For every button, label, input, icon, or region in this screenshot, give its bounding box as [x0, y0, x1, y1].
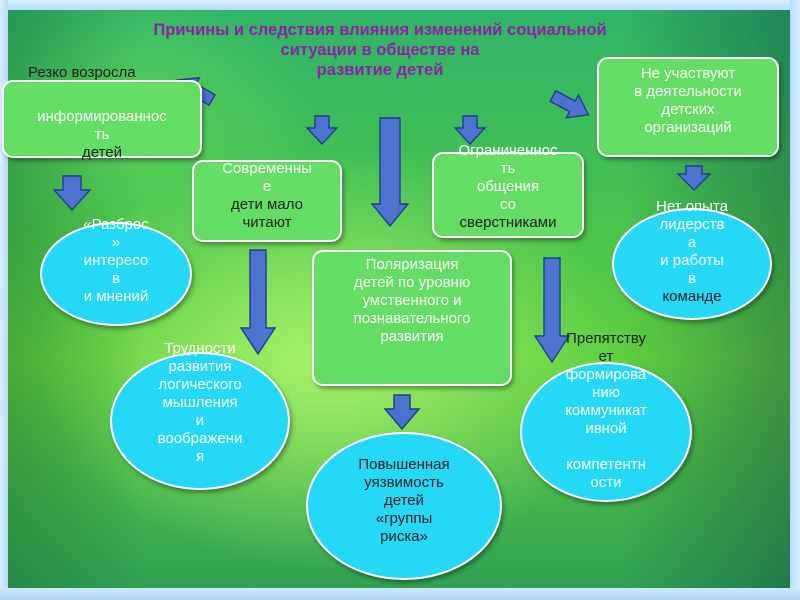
- reading-box-line: читают: [242, 214, 292, 231]
- interests-line: «Разброс: [83, 216, 149, 233]
- interests-line: и мнений: [83, 288, 149, 305]
- logic-line: мышления: [162, 394, 238, 411]
- vulnerability-line: «группы: [375, 510, 433, 527]
- vulnerability-circle: Повышенная уязвимость детей «группы риск…: [306, 432, 502, 580]
- reading-box-line: Современны: [222, 160, 312, 177]
- no-participation-line: организаций: [644, 119, 732, 136]
- leadership-line: Нет опыта: [655, 198, 728, 215]
- communicative-line: нию: [592, 384, 620, 401]
- logic-line: Трудности: [164, 340, 236, 357]
- leadership-line: а: [687, 234, 697, 251]
- communicative-line: Препятству: [566, 330, 646, 347]
- info-box-line: детей: [81, 144, 123, 161]
- polarization-line: умственного и: [362, 292, 462, 309]
- reading-box: Современны е дети мало читают: [192, 160, 342, 242]
- slide-title: Причины и следствия влияния изменений со…: [60, 20, 700, 80]
- interests-line: в: [112, 270, 120, 287]
- no-participation-line: детских: [661, 101, 715, 118]
- polarization-line: Поляризация: [365, 256, 459, 273]
- info-box-line: ть: [94, 126, 110, 143]
- communicative-line: коммуникат: [565, 402, 647, 419]
- logic-line: логического: [158, 376, 242, 393]
- logic-circle: Трудности развития логического мышления …: [110, 340, 290, 490]
- communicative-line: ивной: [585, 420, 627, 437]
- reading-box-line: дети мало: [231, 196, 303, 213]
- interests-circle: «Разброс » интересо в и мнений: [40, 216, 192, 326]
- info-box-line: информированнос: [37, 108, 167, 125]
- communicative-line: ет: [598, 348, 614, 365]
- communicative-circle: Препятству ет формирова нию коммуникат и…: [520, 330, 692, 502]
- leadership-line: и работы: [660, 252, 724, 269]
- arrow-to-leadership-circle: [676, 165, 712, 191]
- frame-top: [0, 0, 800, 10]
- limited-comm-box: Ограниченнос ть общения со сверстниками: [432, 142, 584, 238]
- logic-line: развития: [168, 358, 232, 375]
- communicative-line: ости: [590, 474, 622, 491]
- leadership-circle: Нет опыта лидерств а и работы в команде: [612, 198, 772, 320]
- limited-comm-line: ть: [500, 160, 516, 177]
- vulnerability-line: риска»: [380, 528, 428, 545]
- polarization-line: развития: [380, 328, 444, 345]
- no-participation-box: Не участвуют в деятельности детских орга…: [597, 57, 779, 157]
- title-line: ситуации в обществе на: [280, 41, 480, 59]
- arrow-to-interests-circle: [52, 175, 92, 212]
- title-line: развитие детей: [316, 61, 444, 79]
- arrow-to-logic-circle: [239, 249, 277, 356]
- frame-right: [790, 0, 800, 600]
- communicative-line: компетентн: [566, 456, 646, 473]
- arrow-to-reading-box: [305, 115, 339, 146]
- frame-left: [0, 0, 8, 600]
- info-box: информированнос ть детей: [2, 80, 202, 161]
- leadership-line: команде: [662, 288, 722, 305]
- info-box-heading: Резко возросла: [28, 64, 136, 81]
- leadership-line: в: [688, 270, 696, 287]
- interests-line: »: [111, 234, 121, 251]
- title-line: Причины и следствия влияния изменений со…: [153, 21, 607, 39]
- arrow-to-vulnerability-circle: [383, 394, 421, 431]
- reading-box-line: е: [262, 178, 272, 195]
- arrow-to-limited-comm-box: [453, 115, 487, 146]
- arrow-to-polarization-box: [370, 117, 410, 228]
- limited-comm-line: сверстниками: [459, 214, 557, 231]
- vulnerability-line: детей: [383, 492, 425, 509]
- arrow-to-no-participation-box: [549, 89, 590, 119]
- polarization-line: познавательного: [353, 310, 471, 327]
- limited-comm-line: Ограниченнос: [458, 142, 558, 159]
- communicative-line: [522, 438, 690, 456]
- interests-line: интересо: [83, 252, 149, 269]
- limited-comm-line: со: [499, 196, 516, 213]
- arrow-to-communicative-circle: [533, 257, 571, 364]
- logic-line: и: [195, 412, 205, 429]
- vulnerability-line: уязвимость: [364, 474, 444, 491]
- communicative-line: формирова: [565, 366, 647, 383]
- logic-line: воображени: [157, 430, 243, 447]
- logic-line: я: [195, 448, 205, 465]
- polarization-box: Поляризация детей по уровню умственного …: [312, 250, 512, 386]
- limited-comm-line: общения: [476, 178, 540, 195]
- no-participation-line: в деятельности: [634, 83, 742, 100]
- polarization-line: детей по уровню: [353, 274, 471, 291]
- leadership-line: лидерств: [659, 216, 725, 233]
- no-participation-line: Не участвуют: [640, 65, 736, 82]
- vulnerability-line: Повышенная: [358, 456, 450, 473]
